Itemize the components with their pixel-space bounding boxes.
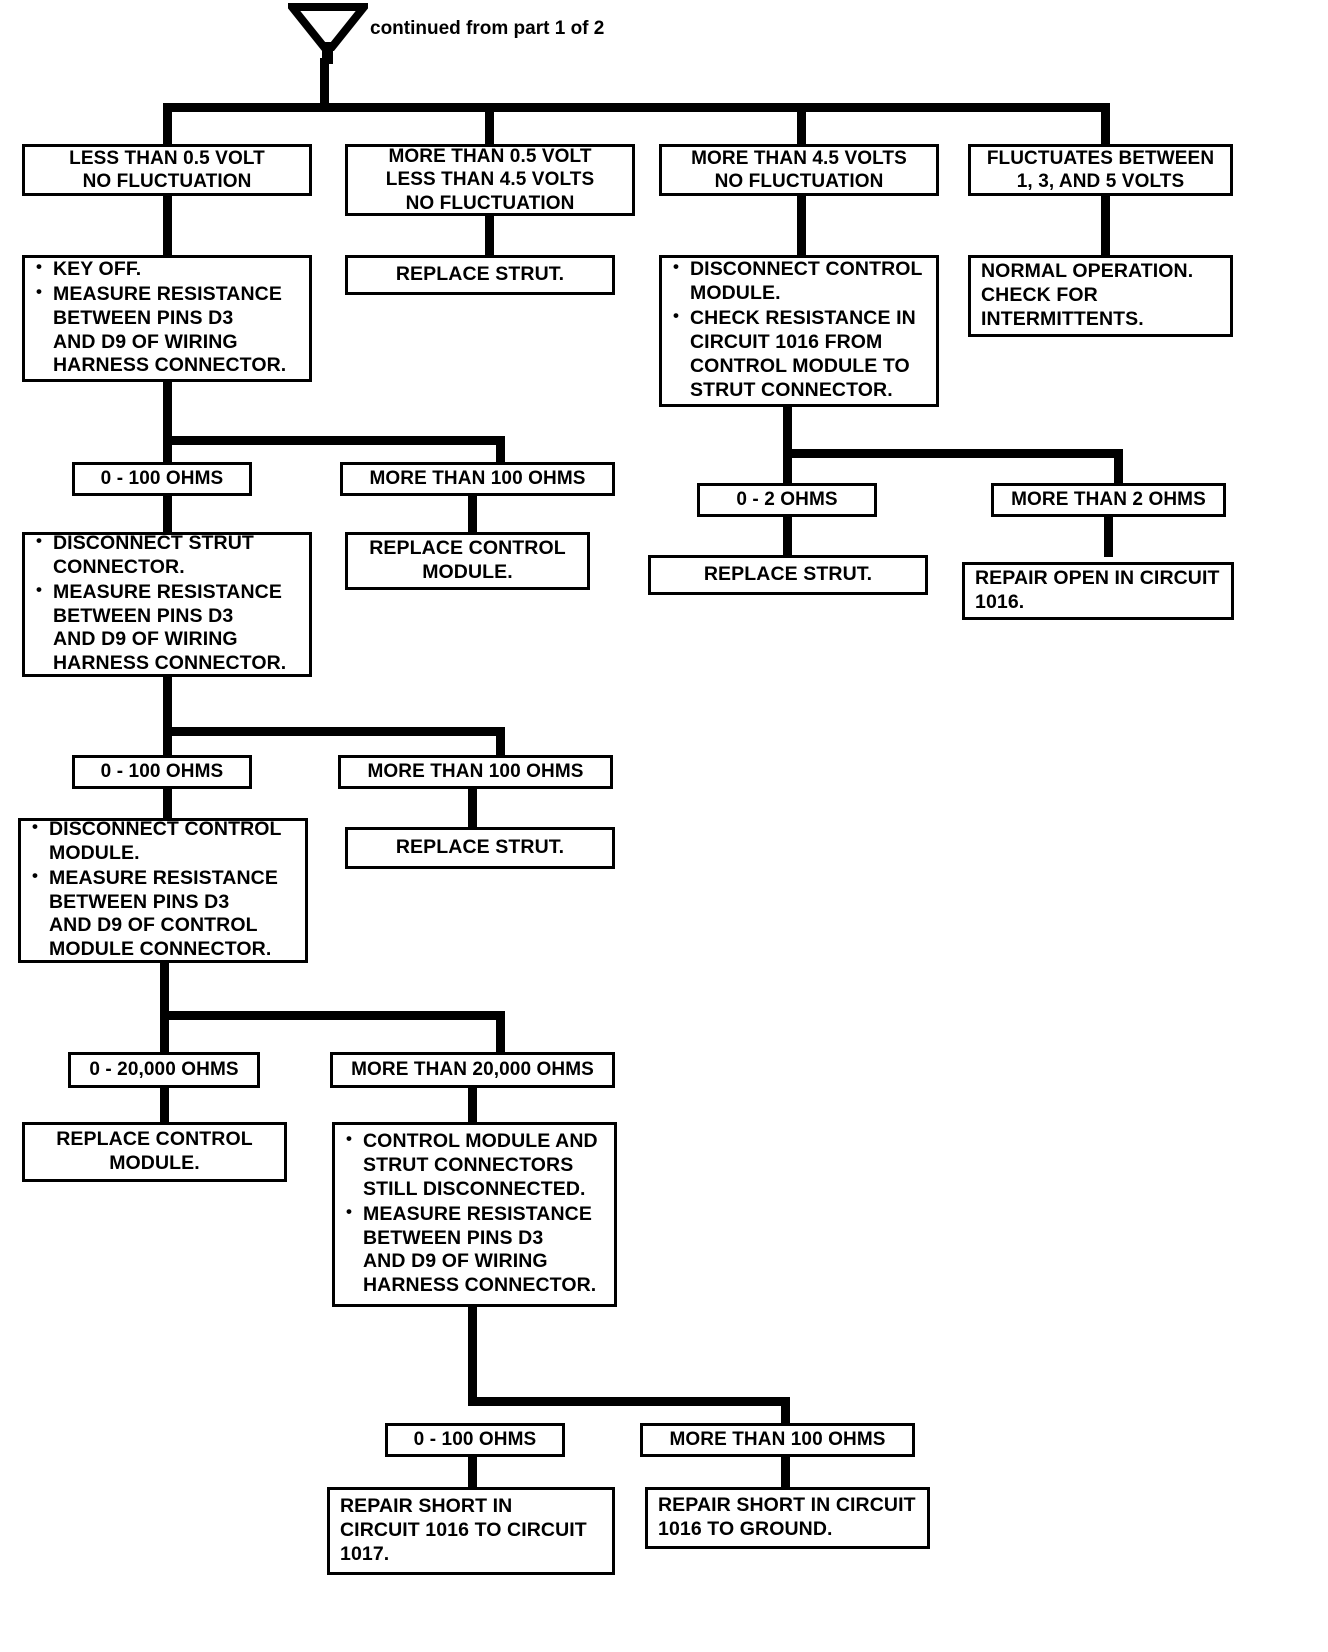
node-connectors-still-disconnected[interactable]: CONTROL MODULE AND STRUT CONNECTORS STIL…: [332, 1122, 617, 1307]
connector-a4-bottom-bar: [468, 1397, 790, 1406]
bullet-item: CONTROL MODULE AND STRUT CONNECTORS STIL…: [345, 1129, 604, 1202]
label-0-100-ohms-a3[interactable]: 0 - 100 OHMS: [72, 755, 252, 789]
connector-v1-to-keyoff: [163, 196, 172, 256]
connector-a2-left-to-box: [163, 496, 172, 534]
connector-a2-right-to-box: [468, 496, 477, 534]
node-disconnect-control-module-check-1016[interactable]: DISCONNECT CONTROL MODULE. CHECK RESISTA…: [659, 255, 939, 407]
bullet-item: MEASURE RESISTANCE BETWEEN PINS D3 AND D…: [31, 866, 295, 963]
connector-a1-split-bar: [163, 436, 505, 445]
connector-drop-col4: [1101, 103, 1110, 145]
connector-drop-col1: [163, 103, 172, 145]
connector-a3-split-bar: [160, 1011, 505, 1020]
connector-a1-stem: [163, 382, 172, 440]
connector-c1-stem: [783, 407, 792, 457]
connector-v4-to-normal-op: [1101, 196, 1110, 256]
node-more-than-four-five-volts[interactable]: MORE THAN 4.5 VOLTS NO FLUCTUATION: [659, 144, 939, 196]
connector-a3-split-left-drop: [160, 1011, 169, 1055]
node-disconnect-strut-connector[interactable]: DISCONNECT STRUT CONNECTOR. MEASURE RESI…: [22, 531, 312, 677]
connector-a2-split-left-drop: [163, 727, 172, 757]
label-more-than-100-ohms-a2[interactable]: MORE THAN 100 OHMS: [340, 462, 615, 496]
connector-c2-right-to-box: [1104, 517, 1113, 557]
connector-main-bus: [163, 103, 1110, 112]
connector-c1-right-drop: [1114, 449, 1123, 485]
connector-a4-stem: [468, 1307, 477, 1355]
connector-funnel-stem: [320, 58, 329, 108]
node-replace-strut-c2[interactable]: REPLACE STRUT.: [648, 555, 928, 595]
bullet-item: DISCONNECT CONTROL MODULE.: [672, 257, 926, 306]
connector-a2-split-bar: [163, 727, 505, 736]
connector-a5-left-to-box: [468, 1457, 477, 1489]
connector-v3-to-disconnect-cm: [797, 196, 806, 256]
bullet-item: MEASURE RESISTANCE BETWEEN PINS D3 AND D…: [35, 282, 299, 379]
connector-a4-right-to-box: [468, 1088, 477, 1124]
connector-drop-col3: [797, 103, 806, 145]
node-key-off-measure-resistance[interactable]: KEY OFF. MEASURE RESISTANCE BETWEEN PINS…: [22, 255, 312, 382]
label-0-20000-ohms[interactable]: 0 - 20,000 OHMS: [68, 1052, 260, 1088]
connector-a3-right-to-box: [468, 789, 477, 829]
connector-c2-left-to-box: [783, 517, 792, 557]
connector-c1-split-bar: [783, 449, 1123, 458]
connector-a4-left-to-box: [160, 1088, 169, 1124]
connector-bottom-right-drop: [781, 1397, 790, 1425]
node-fluctuates-between[interactable]: FLUCTUATES BETWEEN 1, 3, AND 5 VOLTS: [968, 144, 1233, 196]
connector-a1-right-drop: [496, 436, 505, 464]
connector-a3-split-right-drop: [496, 1011, 505, 1055]
connector-v2-to-replace-strut: [485, 216, 494, 256]
node-normal-operation[interactable]: NORMAL OPERATION. CHECK FOR INTERMITTENT…: [968, 255, 1233, 337]
bullet-item: MEASURE RESISTANCE BETWEEN PINS D3 AND D…: [345, 1202, 604, 1299]
connector-bottom-left-drop: [468, 1355, 477, 1403]
node-disconnect-control-module-a3[interactable]: DISCONNECT CONTROL MODULE. MEASURE RESIS…: [18, 817, 308, 963]
bullet-item: CHECK RESISTANCE IN CIRCUIT 1016 FROM CO…: [672, 306, 926, 403]
bullet-item: MEASURE RESISTANCE BETWEEN PINS D3 AND D…: [35, 580, 299, 677]
label-0-100-ohms-a2[interactable]: 0 - 100 OHMS: [72, 462, 252, 496]
label-0-2-ohms[interactable]: 0 - 2 OHMS: [697, 483, 877, 517]
node-replace-strut-top[interactable]: REPLACE STRUT.: [345, 255, 615, 295]
bullet-item: KEY OFF.: [35, 257, 299, 282]
node-between-half-and-four-five[interactable]: MORE THAN 0.5 VOLT LESS THAN 4.5 VOLTS N…: [345, 144, 635, 216]
label-0-100-ohms-a5[interactable]: 0 - 100 OHMS: [385, 1423, 565, 1457]
connector-a5-right-to-box: [781, 1457, 790, 1489]
label-more-than-100-ohms-a3[interactable]: MORE THAN 100 OHMS: [338, 755, 613, 789]
label-more-than-100-ohms-a5[interactable]: MORE THAN 100 OHMS: [640, 1423, 915, 1457]
bullet-item: DISCONNECT CONTROL MODULE.: [31, 817, 295, 866]
continued-from-label: continued from part 1 of 2: [370, 18, 605, 39]
connector-a3-stem: [160, 963, 169, 1019]
node-replace-control-module-a4[interactable]: REPLACE CONTROL MODULE.: [22, 1122, 287, 1182]
connector-a3-left-to-box: [163, 789, 172, 821]
node-repair-open-in-circuit-1016[interactable]: REPAIR OPEN IN CIRCUIT 1016.: [962, 562, 1234, 620]
node-less-than-half-volt[interactable]: LESS THAN 0.5 VOLT NO FLUCTUATION: [22, 144, 312, 196]
node-repair-short-circuit-1016-to-1017[interactable]: REPAIR SHORT IN CIRCUIT 1016 TO CIRCUIT …: [327, 1487, 615, 1575]
node-repair-short-circuit-1016-to-ground[interactable]: REPAIR SHORT IN CIRCUIT 1016 TO GROUND.: [645, 1487, 930, 1549]
connector-a2-split-right-drop: [496, 727, 505, 757]
connector-a1-left-drop: [163, 436, 172, 464]
connector-c1-left-drop: [783, 449, 792, 485]
node-replace-strut-a3[interactable]: REPLACE STRUT.: [345, 827, 615, 869]
connector-a2-stem: [163, 677, 172, 735]
node-replace-control-module-a2[interactable]: REPLACE CONTROL MODULE.: [345, 532, 590, 590]
label-more-than-2-ohms[interactable]: MORE THAN 2 OHMS: [991, 483, 1226, 517]
funnel-offpage-connector-icon: [288, 3, 368, 64]
label-more-than-20000-ohms[interactable]: MORE THAN 20,000 OHMS: [330, 1052, 615, 1088]
connector-drop-col2: [485, 103, 494, 145]
bullet-item: DISCONNECT STRUT CONNECTOR.: [35, 531, 299, 580]
